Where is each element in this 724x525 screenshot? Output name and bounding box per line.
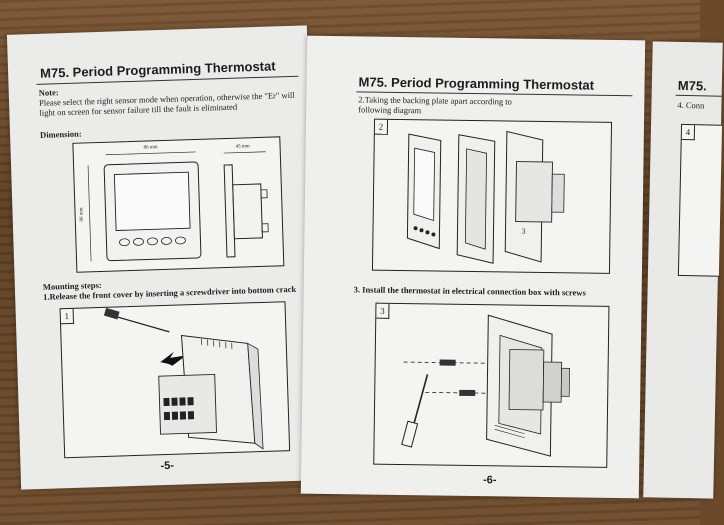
screwdriver-release-drawing	[103, 307, 264, 450]
install-screws-drawing	[401, 314, 570, 457]
width-dimension: 86 mm	[143, 145, 158, 151]
height-dimension: 86 mm	[79, 207, 85, 222]
step-4-text: 4. Conn	[677, 99, 705, 111]
step-2-figure: 2 3	[371, 118, 613, 274]
page-number: -5-	[160, 459, 175, 473]
title-underline	[675, 94, 722, 97]
backing-plate-drawing: 3	[406, 130, 565, 264]
page-number: -6-	[482, 474, 497, 487]
step-4-figure: 4	[677, 123, 723, 277]
step-1-figure: 1	[59, 301, 291, 459]
note-heading: Note:	[38, 87, 59, 98]
figure-number: 4	[681, 124, 696, 141]
manual-page-6: M75. Period Programming Thermostat 2.Tak…	[300, 35, 646, 499]
manual-page-7-partial: M75. 4. Conn 4	[643, 41, 723, 499]
dimension-drawing	[87, 151, 269, 262]
step-2-text: 2.Taking the backing plate apart accordi…	[358, 94, 512, 116]
svg-text:3: 3	[521, 227, 525, 236]
dimension-diagram: 86 mm 45 mm 86 mm	[72, 136, 285, 273]
note-text: Please select the right sensor mode when…	[38, 89, 295, 118]
depth-dimension: 45 mm	[235, 144, 250, 150]
manual-page-5: M75. Period Programming Thermostat Note:…	[6, 25, 322, 490]
dimension-label: Dimension:	[39, 128, 82, 140]
step-3-text: 3. Install the thermostat in electrical …	[353, 284, 586, 298]
step-3-figure: 3	[373, 302, 610, 468]
page-title: M75.	[677, 77, 707, 94]
page-title: M75. Period Programming Thermostat	[358, 74, 595, 93]
